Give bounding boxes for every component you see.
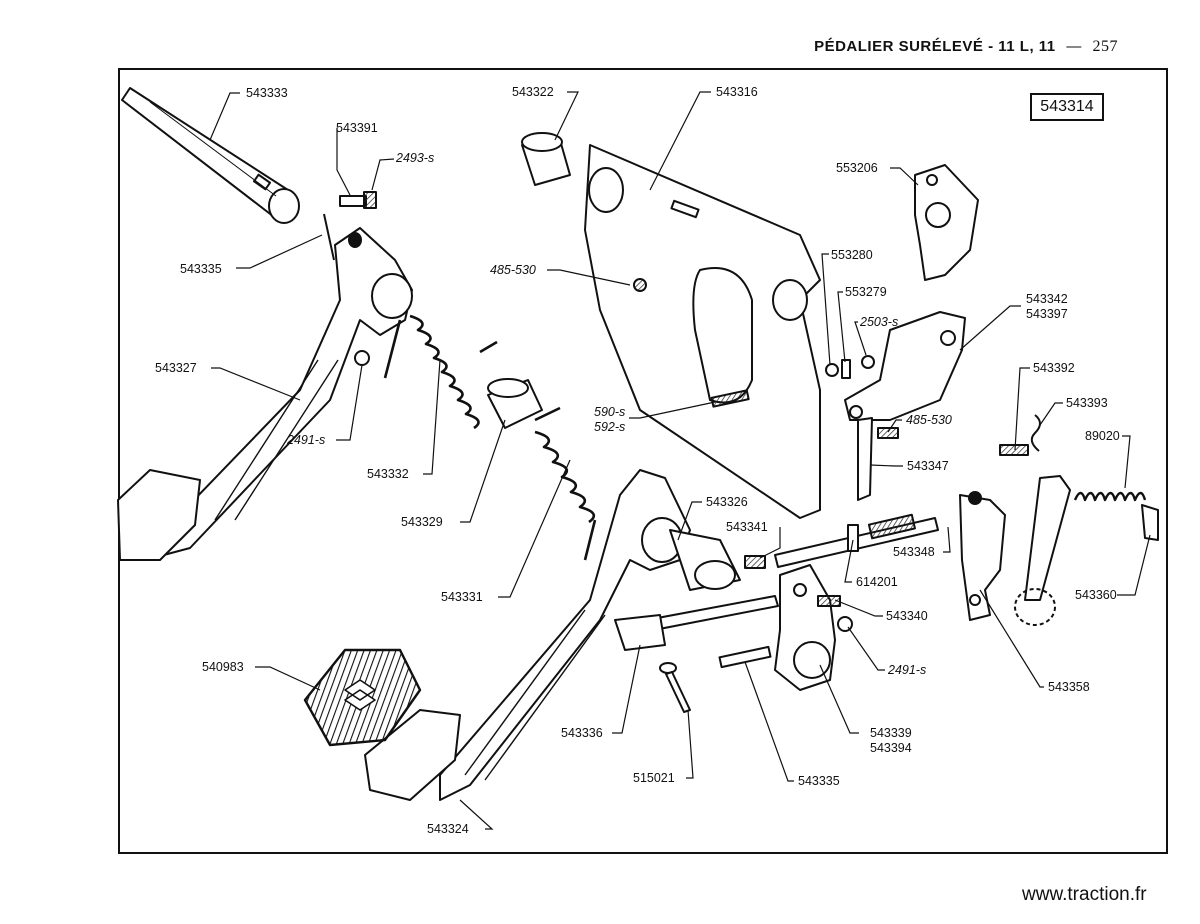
part-label: 2493-s [396,151,435,165]
part-label: 2491-s [287,433,326,447]
assembly-reference-box: 543314 [1030,93,1104,121]
part-label: 543331 [441,590,483,604]
bolt-543335-part [718,645,772,669]
part-label: 543332 [367,467,409,481]
part-label: 543324 [427,822,469,836]
page-title: PÉDALIER SURÉLEVÉ - 11 L, 11 [814,38,1056,55]
part-label: 543358 [1048,680,1090,694]
part-label: 543339 [870,726,912,740]
leader-lines [209,91,1151,830]
part-label: 543393 [1066,396,1108,410]
pedal-support-plate-part [584,144,821,519]
part-label: 485-530 [490,263,536,277]
part-label: 543360 [1075,588,1117,602]
part-label: 543333 [246,86,288,100]
part-label: 543347 [907,459,949,473]
part-label: 543335 [798,774,840,788]
clutch-pad-part [117,469,201,561]
nut-2491-part [354,350,370,366]
clutch-pedal-arm-part [159,227,413,557]
part-label: 543392 [1033,361,1075,375]
clip-543360-part [1141,504,1159,541]
washer-553280-part [825,363,839,377]
nut-543341-part [744,555,766,569]
part-label: 543342 [1026,292,1068,306]
pin-543335-part [323,213,335,261]
pedal-spring-543331-part [534,406,597,561]
brake-pad-part [364,709,461,801]
header-dash: — [1066,38,1082,55]
page-header: PÉDALIER SURÉLEVÉ - 11 L, 11 — 257 [814,38,1118,56]
part-label: 2503-s [860,315,899,329]
plate-543342-part [844,311,966,421]
part-label: 543397 [1026,307,1068,321]
part-label: 553206 [836,161,878,175]
pedal-shaft-part [121,87,300,224]
bush-543329-part [487,378,543,429]
lever-543358-part [959,491,1006,621]
nut-2503-part [861,355,875,369]
rubber-pad-540983-part [303,648,422,747]
part-label: 543391 [336,121,378,135]
spring-89020-part [1073,491,1147,502]
part-label: 543336 [561,726,603,740]
part-label: 614201 [856,575,898,589]
part-label: 543394 [870,741,912,755]
lever-543339-part [774,564,836,691]
nut-2491b-part [837,616,853,632]
part-label: 540983 [202,660,244,674]
part-label: 553280 [831,248,873,262]
part-label: 543335 [180,262,222,276]
part-label: 543329 [401,515,443,529]
part-label: 543326 [706,495,748,509]
rod-543348-part [774,513,939,568]
pin-515021-part [659,662,691,713]
clip-553279-part [841,359,851,379]
part-label: 553279 [845,285,887,299]
bolt-543340-part [817,595,841,607]
part-label: 485-530 [906,413,952,427]
part-label: 515021 [633,771,675,785]
bolt-2493-part [339,191,377,209]
bush-543322-part [521,132,571,186]
website-link[interactable]: www.traction.fr [1022,884,1147,905]
part-label: 543327 [155,361,197,375]
page-number: 257 [1092,38,1118,55]
bracket-553206-part [914,164,979,281]
part-label: 592-s [594,420,626,434]
brake-pedal-arm-part [439,469,741,801]
diagram-frame [118,68,1168,854]
fork-link-part [1014,475,1071,626]
part-label: 543341 [726,520,768,534]
part-label: 2491-s [888,663,927,677]
part-label: 543348 [893,545,935,559]
part-label: 543340 [886,609,928,623]
link-543347-part [857,417,899,501]
pedal-spring-543332-part [383,314,498,430]
part-label: 89020 [1085,429,1120,443]
pin-543393-part [1030,414,1041,452]
part-label: 543316 [716,85,758,99]
fork-rod-543336-part [614,595,779,651]
part-label: 543322 [512,85,554,99]
bolt-543392-part [999,444,1029,456]
part-label: 590-s [594,405,626,419]
